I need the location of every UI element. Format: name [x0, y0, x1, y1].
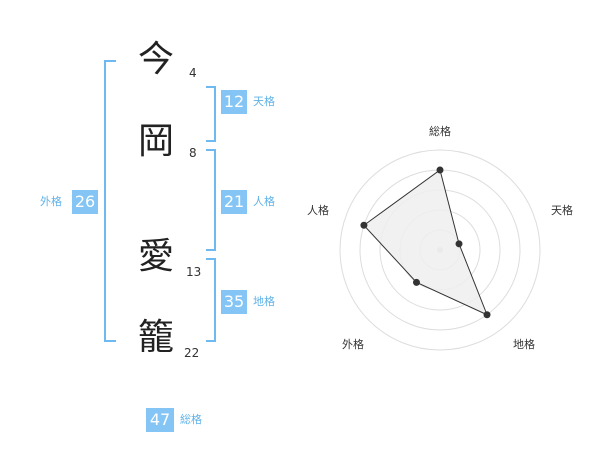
jinkaku-bracket	[206, 149, 216, 251]
stroke-count-4: 22	[184, 346, 200, 360]
gaikaku-bracket	[104, 60, 116, 342]
gaikaku-label: 外格	[40, 195, 62, 208]
tenkaku-label: 天格	[253, 95, 275, 108]
gaikaku-value: 26	[72, 190, 98, 214]
stroke-count-1: 4	[189, 66, 197, 80]
soukaku-value: 47	[146, 408, 174, 432]
name-char-1: 今	[137, 39, 174, 80]
radar-point-1	[436, 166, 444, 174]
radar-point-5	[360, 221, 368, 229]
jinkaku-label: 人格	[253, 195, 275, 208]
name-char-3: 愛	[137, 236, 174, 277]
chikaku-label: 地格	[253, 295, 275, 308]
radar-points	[360, 166, 491, 319]
radar-point-3	[483, 311, 491, 319]
radar-axis-label-soukaku: 総格	[429, 125, 451, 138]
tenkaku-bracket	[206, 86, 216, 142]
chikaku-value: 35	[221, 290, 247, 314]
jinkaku-value: 21	[221, 190, 247, 214]
stroke-count-3: 13	[186, 265, 202, 279]
radar-axis-label-jinkaku: 人格	[307, 204, 329, 217]
radar-point-2	[455, 240, 463, 248]
name-char-2: 岡	[137, 121, 174, 162]
radar-data-polygon	[363, 169, 488, 316]
tenkaku-value: 12	[221, 90, 247, 114]
radar-axis-label-tenkaku: 天格	[551, 204, 573, 217]
name-char-4: 籠	[137, 317, 174, 358]
soukaku-label: 総格	[180, 413, 202, 426]
radar-axis-label-chikaku: 地格	[513, 338, 535, 351]
radar-point-4	[412, 278, 420, 286]
stroke-count-2: 8	[189, 146, 197, 160]
radar-axis-label-gaikaku: 外格	[342, 338, 364, 351]
chikaku-bracket	[206, 258, 216, 342]
radar-ring	[339, 149, 541, 351]
